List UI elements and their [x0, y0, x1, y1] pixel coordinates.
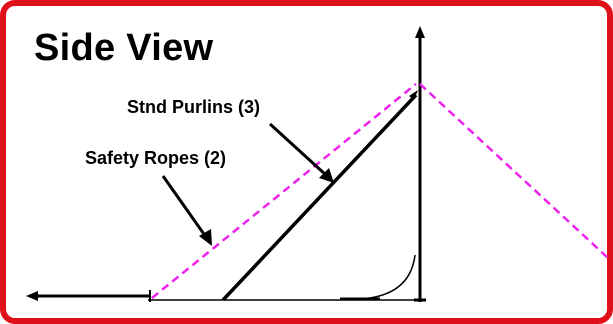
- purlin-top-arrowhead: [409, 90, 418, 100]
- mast-top-arrowhead: [415, 26, 425, 38]
- base-rail-arrowhead: [26, 291, 38, 301]
- safety-ropes-label: Safety Ropes (2): [85, 148, 227, 168]
- safety-rope-right: [419, 83, 609, 259]
- ropes-leader-arrowhead: [199, 229, 212, 246]
- mast-curved-support: [359, 254, 416, 300]
- purlins-leader-line: [268, 122, 328, 177]
- ropes-leader-line: [161, 175, 208, 238]
- diagram-title: Side View: [34, 27, 214, 69]
- purlins-leader-arrowhead: [319, 168, 334, 183]
- safety-rope-left: [151, 83, 417, 299]
- purlins-label: Stnd Purlins (3): [127, 97, 261, 117]
- standard-purlin: [221, 93, 418, 302]
